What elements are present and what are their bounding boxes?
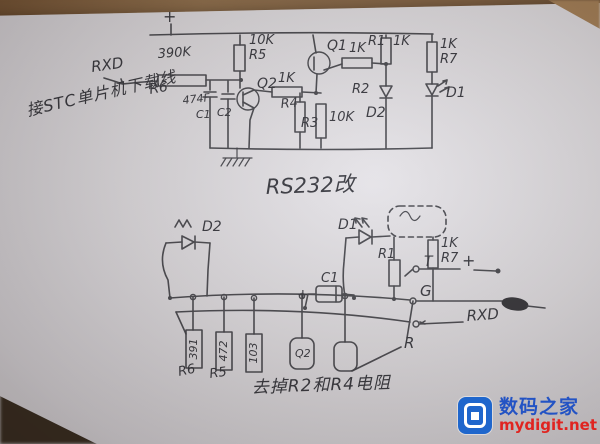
r5-value-label: 10K [249,33,276,48]
top-wires [103,23,438,151]
resistor-body-row [185,329,358,373]
top-circuit: + RXD 390K R6 474F C1 C2 10K R5 Q2 1K Q1… [25,7,466,199]
r5-label-bottom: R5 [208,365,227,382]
r-terminal-label: R [404,334,414,352]
q2-res-value-label: 1K [278,71,296,86]
resistor-code-391: 391 [187,339,200,360]
bottom-wires [161,205,503,372]
plus-label-top: + [163,7,176,26]
led-d1-top [425,79,450,149]
bottom-board: D2 D1 1K R7 R1 C1 + T + G RXD R 391 472 … [161,205,546,398]
d2-label-bottom: D2 [202,219,222,235]
diode-d2-top [379,85,393,149]
q1-label: Q1 [327,38,347,54]
rs232-title-label: RS232改 [265,172,358,199]
q2-label: Q2 [257,76,277,92]
d1-label-bottom: D1 [338,217,358,233]
r2-value-label: 1K [349,41,367,56]
r6-label-bottom: R6 [177,362,197,380]
r1-value-label: 1K [393,34,411,49]
rxd-label-top: RXD [90,54,124,76]
r3-value-label: 10K [329,110,356,125]
resistor-code-472: 472 [217,341,230,362]
c1-label-bottom: C1 [321,271,338,286]
d1-label: D1 [446,85,466,101]
mydigit-logo-icon [457,397,492,434]
watermark-text: 数码之家 mydigit.net [498,395,597,434]
logo-ring [463,403,486,428]
r7-value-label-bottom: 1K [441,236,459,251]
c2-label: C2 [217,106,232,119]
r4-label: R4 [280,96,299,112]
r7-label: R7 [440,52,458,67]
watermark: 数码之家 mydigit.net [457,395,597,434]
t-terminal-label: T [424,254,434,270]
site-name: 数码之家 [498,395,579,418]
r1-label-bottom: R1 [378,247,395,262]
q2-label-bottom: Q2 [295,347,311,360]
cap-value-label: 474F [182,91,211,107]
c1-label: C1 [196,108,211,121]
g-terminal-label: G [420,282,432,300]
r7-label-bottom: R7 [441,251,459,266]
c1-plus-label: + [297,287,309,303]
r2-label: R2 [352,82,369,97]
r6-label: R6 [148,79,169,98]
rxd-label-bottom: RXD [466,305,499,325]
r5-label: R5 [249,48,266,63]
d2-label: D2 [366,105,386,121]
r6-value-label: 390K [157,45,193,62]
site-url: mydigit.net [498,415,597,434]
t-plus-label: + [462,251,475,270]
logo-core [470,412,479,420]
plug-drawing [501,297,546,311]
ground-symbol [220,147,253,167]
remove-resistors-caption: 去掉R2和R4电阻 [251,373,392,398]
r1-label: R1 [368,34,385,49]
r3-label: R3 [301,116,318,131]
resistor-code-103: 103 [247,343,260,364]
r7-value-label: 1K [440,37,458,52]
